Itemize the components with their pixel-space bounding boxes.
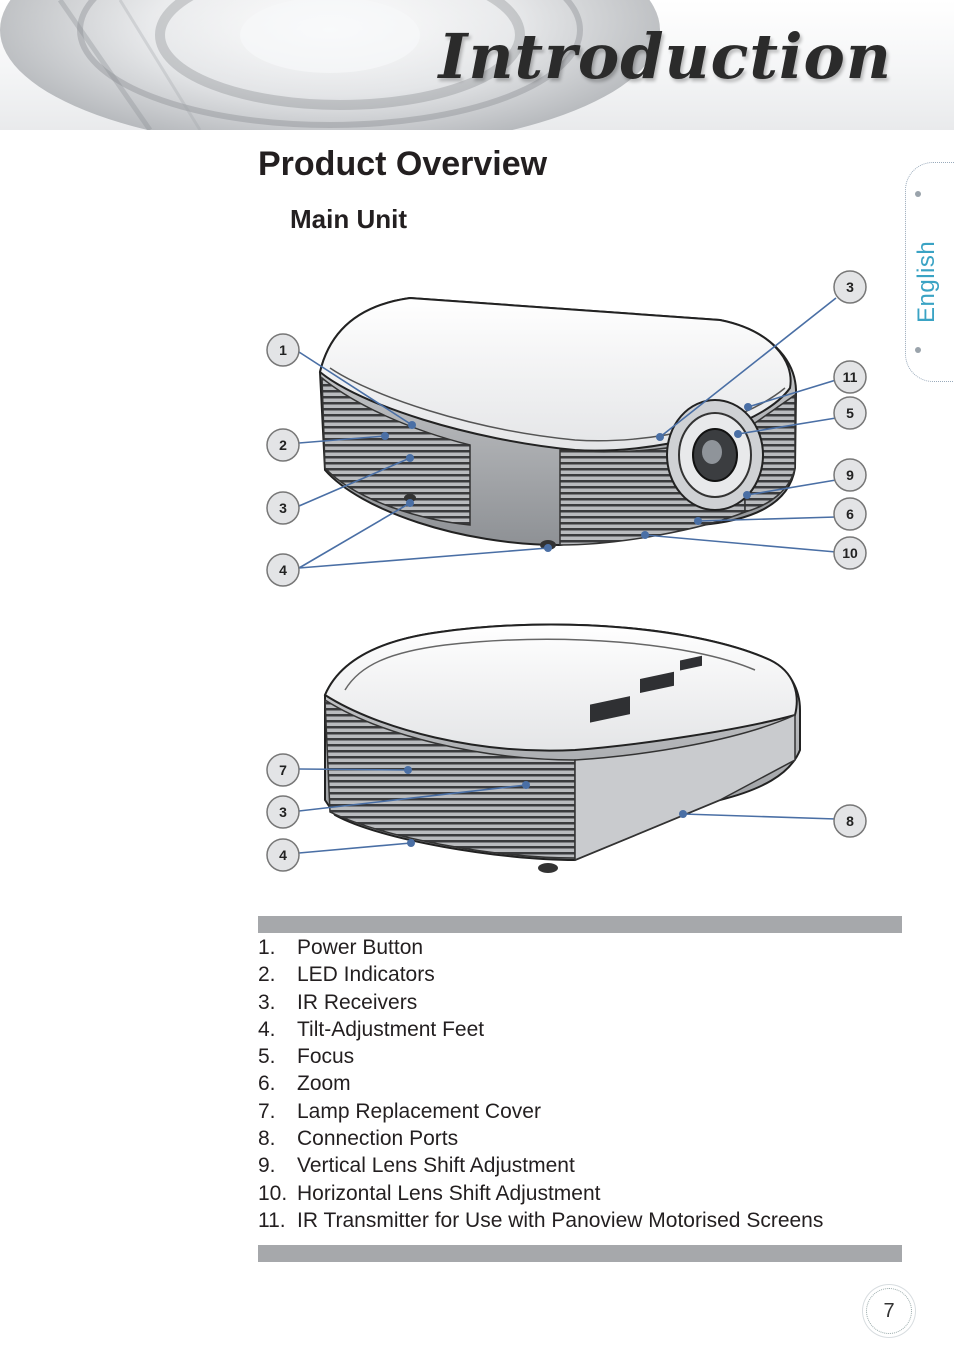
language-tab: English <box>905 162 954 382</box>
callout-badge: 1 <box>266 333 300 367</box>
list-item: 9. Vertical Lens Shift Adjustment <box>258 1152 823 1179</box>
list-item: 3. IR Receivers <box>258 989 823 1016</box>
callout-badge: 6 <box>833 497 867 531</box>
callout-badge: 4 <box>266 838 300 872</box>
dot-icon <box>915 347 921 353</box>
item-number: 5. <box>258 1045 276 1069</box>
svg-text:9: 9 <box>846 467 854 483</box>
list-item: 8. Connection Ports <box>258 1125 823 1152</box>
parts-list: 1. Power Button 2. LED Indicators 3. IR Rec… <box>258 934 823 1234</box>
callout-dots <box>381 403 752 847</box>
item-label: LED Indicators <box>297 963 435 987</box>
page-number: 7 <box>883 1300 895 1322</box>
callout-badge: 3 <box>833 270 867 304</box>
svg-text:4: 4 <box>279 847 287 863</box>
section-title: Product Overview <box>258 145 548 183</box>
item-number: 3. <box>258 990 276 1014</box>
svg-text:10: 10 <box>842 545 858 561</box>
svg-text:8: 8 <box>846 813 854 829</box>
svg-text:11: 11 <box>843 369 858 385</box>
item-label: Tilt-Adjustment Feet <box>297 1017 485 1041</box>
item-label: Power Button <box>297 936 424 959</box>
dot-icon <box>915 191 921 197</box>
list-item: 10. Horizontal Lens Shift Adjustment <box>258 1180 823 1207</box>
item-label: IR Receivers <box>297 990 418 1014</box>
svg-text:7: 7 <box>279 762 287 778</box>
projector-rear-view <box>323 623 801 873</box>
item-number: 2. <box>258 963 276 987</box>
list-item: 5. Focus <box>258 1043 823 1070</box>
item-number: 6. <box>258 1072 276 1096</box>
callout-badge: 2 <box>266 428 300 462</box>
item-label: Horizontal Lens Shift Adjustment <box>297 1181 601 1205</box>
item-label: Connection Ports <box>297 1127 459 1151</box>
item-label: IR Transmitter for Use with Panoview Mot… <box>297 1208 824 1232</box>
item-label: Lamp Replacement Cover <box>297 1099 541 1123</box>
list-item: 11. IR Transmitter for Use with Panoview … <box>258 1207 823 1234</box>
svg-text:5: 5 <box>846 405 854 421</box>
item-label: Focus <box>297 1045 355 1069</box>
projector-front-view <box>318 296 798 550</box>
divider-bar-bottom <box>258 1245 902 1262</box>
section-subtitle: Main Unit <box>290 204 407 234</box>
lens-artwork <box>0 0 660 130</box>
list-item: 6. Zoom <box>258 1070 823 1097</box>
callout-badge: 9 <box>833 458 867 492</box>
svg-text:1: 1 <box>279 342 287 358</box>
header-title: Introduction <box>438 20 892 93</box>
projector-figure: 1 2 3 4 3 11 5 9 6 10 7 3 4 8 <box>266 270 867 873</box>
svg-text:6: 6 <box>846 506 854 522</box>
page-number-badge: 7 <box>866 1288 912 1334</box>
header-banner: Introduction <box>0 0 954 130</box>
callout-badge: 8 <box>833 804 867 838</box>
item-number: 4. <box>258 1017 276 1041</box>
list-item: 7. Lamp Replacement Cover <box>258 1098 823 1125</box>
callout-badge: 11 <box>833 360 867 394</box>
svg-text:3: 3 <box>279 804 287 820</box>
item-number: 8. <box>258 1127 276 1151</box>
callout-badge: 10 <box>833 536 867 570</box>
item-number: 10. <box>258 1181 288 1205</box>
callout-badge: 4 <box>266 553 300 587</box>
callout-badge: 5 <box>833 396 867 430</box>
item-label: Zoom <box>297 1072 351 1096</box>
item-number: 1. <box>258 936 276 959</box>
list-item: 1. Power Button <box>258 934 823 961</box>
item-label: Vertical Lens Shift Adjustment <box>297 1154 575 1178</box>
svg-text:3: 3 <box>279 500 287 516</box>
callout-badge: 3 <box>266 795 300 829</box>
list-item: 4. Tilt-Adjustment Feet <box>258 1016 823 1043</box>
svg-text:2: 2 <box>279 437 287 453</box>
svg-text:4: 4 <box>279 562 287 578</box>
list-item: 2. LED Indicators <box>258 961 823 988</box>
item-number: 7. <box>258 1099 276 1123</box>
callout-badge: 7 <box>266 753 300 787</box>
item-number: 9. <box>258 1154 276 1178</box>
callout-badge: 3 <box>266 491 300 525</box>
divider-bar-top <box>258 916 902 933</box>
svg-text:3: 3 <box>846 279 854 295</box>
item-number: 11. <box>258 1208 286 1232</box>
callout-lines <box>298 297 837 854</box>
